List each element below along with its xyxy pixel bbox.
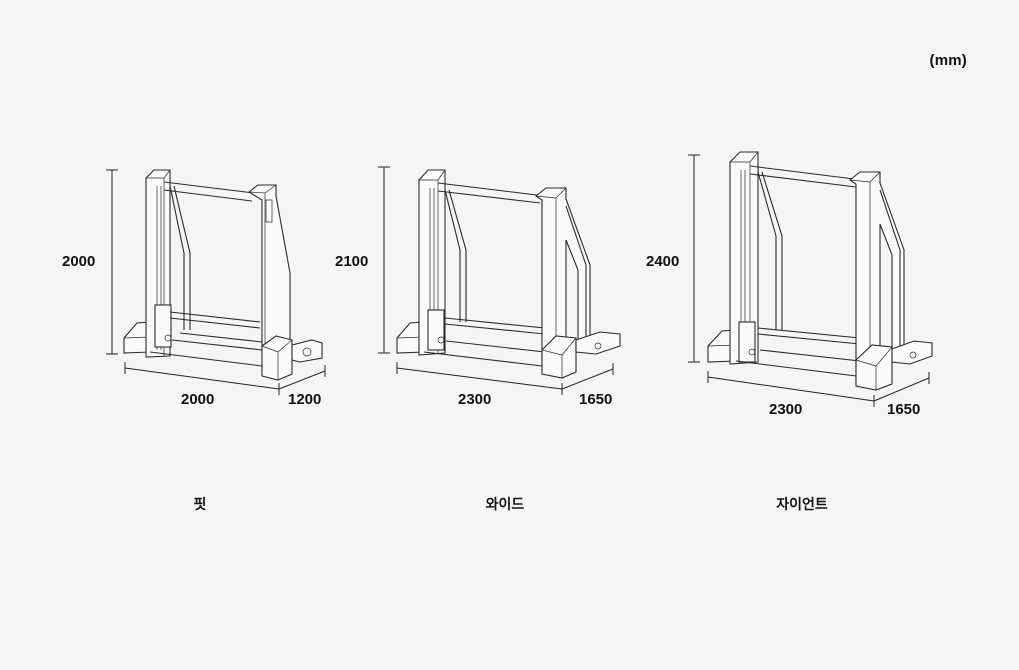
machine-fit: [123, 169, 323, 381]
model-giant: 2400 2300 1650: [646, 151, 933, 513]
width-label-fit: 2000: [181, 391, 214, 408]
machine-wide: [396, 169, 621, 379]
height-label-wide: 2100: [335, 253, 368, 270]
depth-dimension-fit: [278, 365, 326, 390]
depth-label-wide: 1650: [579, 391, 612, 408]
unit-label: (mm): [929, 52, 967, 69]
depth-label-giant: 1650: [887, 401, 920, 418]
model-fit: 2000 2000 1200: [62, 169, 326, 513]
depth-dimension-wide: [561, 363, 614, 390]
model-name-fit: 핏: [194, 496, 207, 513]
model-name-giant: 자이언트: [776, 496, 828, 513]
height-label-giant: 2400: [646, 253, 679, 270]
width-label-giant: 2300: [769, 401, 802, 418]
height-label-fit: 2000: [62, 253, 95, 270]
model-wide: 2100 2300 1650: [335, 166, 621, 513]
height-dimension-giant: [688, 154, 700, 363]
width-label-wide: 2300: [458, 391, 491, 408]
height-dimension-fit: [106, 169, 118, 355]
machine-giant: [707, 151, 933, 391]
depth-label-fit: 1200: [288, 391, 321, 408]
model-name-wide: 와이드: [486, 496, 525, 513]
depth-dimension-giant: [873, 372, 930, 402]
height-dimension-wide: [378, 166, 390, 354]
